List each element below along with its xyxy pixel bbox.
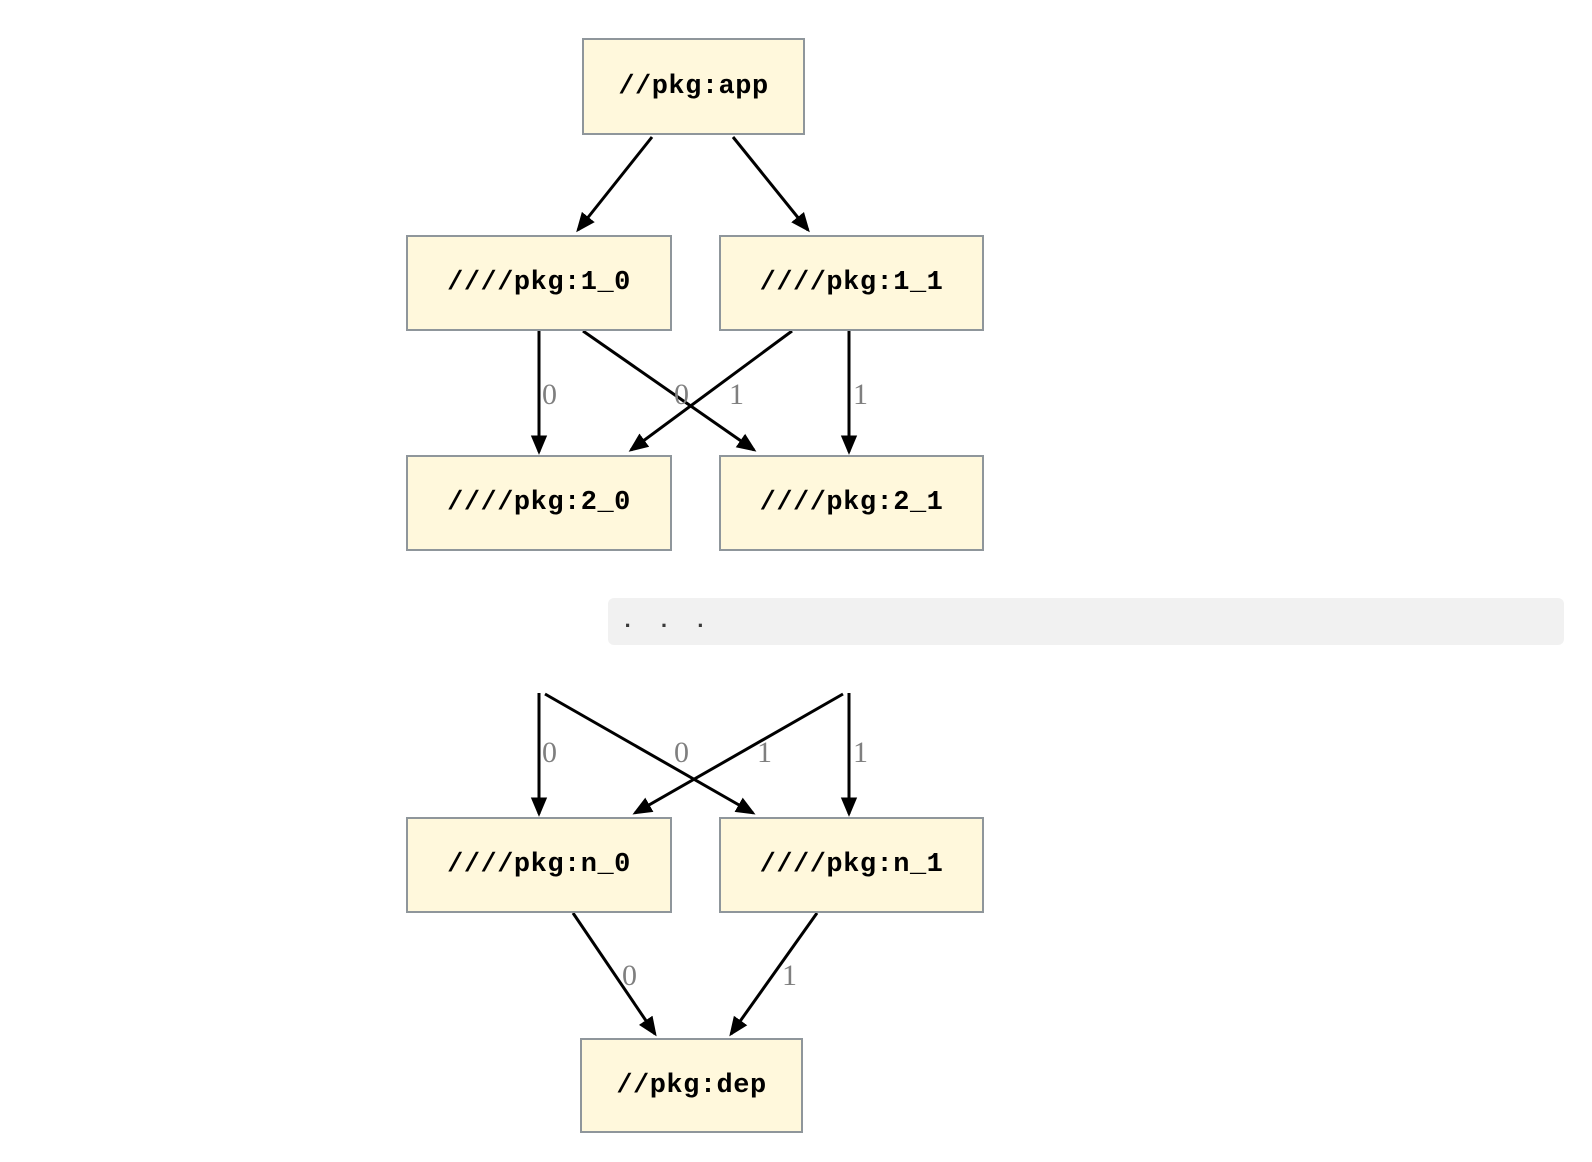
edge-label: 1: [729, 378, 744, 411]
edge-1_1-to-2_0: [628, 329, 793, 452]
edge-elided-to-n_1-cross: [544, 692, 756, 815]
node-pkg-1_0: ////pkg:1_0: [406, 235, 672, 331]
node-label: ////pkg:2_0: [447, 488, 631, 518]
node-label: ////pkg:n_1: [759, 850, 944, 880]
edge-1_0-to-2_1: [582, 329, 757, 452]
edge-n_1-to-dep: [729, 912, 819, 1037]
node-label: //pkg:app: [618, 71, 769, 102]
edge-label: 1: [853, 378, 868, 411]
edge-app-to-1_0: [576, 136, 654, 233]
node-label: //pkg:dep: [616, 1070, 767, 1101]
ellipsis-band: . . .: [608, 598, 1564, 645]
node-pkg-2_0: ////pkg:2_0: [406, 455, 672, 551]
node-pkg-n_0: ////pkg:n_0: [406, 817, 672, 913]
node-label: ////pkg:n_0: [447, 850, 631, 880]
edge-label: 0: [542, 736, 557, 769]
edge-elided-to-n_0-cross: [632, 692, 844, 815]
edge-app-to-1_1: [731, 136, 810, 233]
node-label: ////pkg:1_0: [447, 268, 631, 298]
node-label: ////pkg:1_1: [759, 268, 944, 298]
edge-label: 1: [757, 736, 772, 769]
ellipsis-text: . . .: [621, 609, 708, 634]
edge-label: 0: [542, 378, 557, 411]
edge-label: 0: [622, 959, 637, 992]
node-pkg-dep: //pkg:dep: [580, 1038, 803, 1133]
node-pkg-n_1: ////pkg:n_1: [719, 817, 984, 913]
edge-label: 0: [674, 378, 689, 411]
edge-n_0-to-dep: [571, 912, 657, 1037]
edge-label: 0: [674, 736, 689, 769]
edge-label: 1: [853, 736, 868, 769]
edge-label: 1: [782, 959, 797, 992]
node-label: ////pkg:2_1: [759, 488, 944, 518]
node-pkg-1_1: ////pkg:1_1: [719, 235, 984, 331]
node-pkg-2_1: ////pkg:2_1: [719, 455, 984, 551]
node-pkg-app: //pkg:app: [582, 38, 805, 135]
